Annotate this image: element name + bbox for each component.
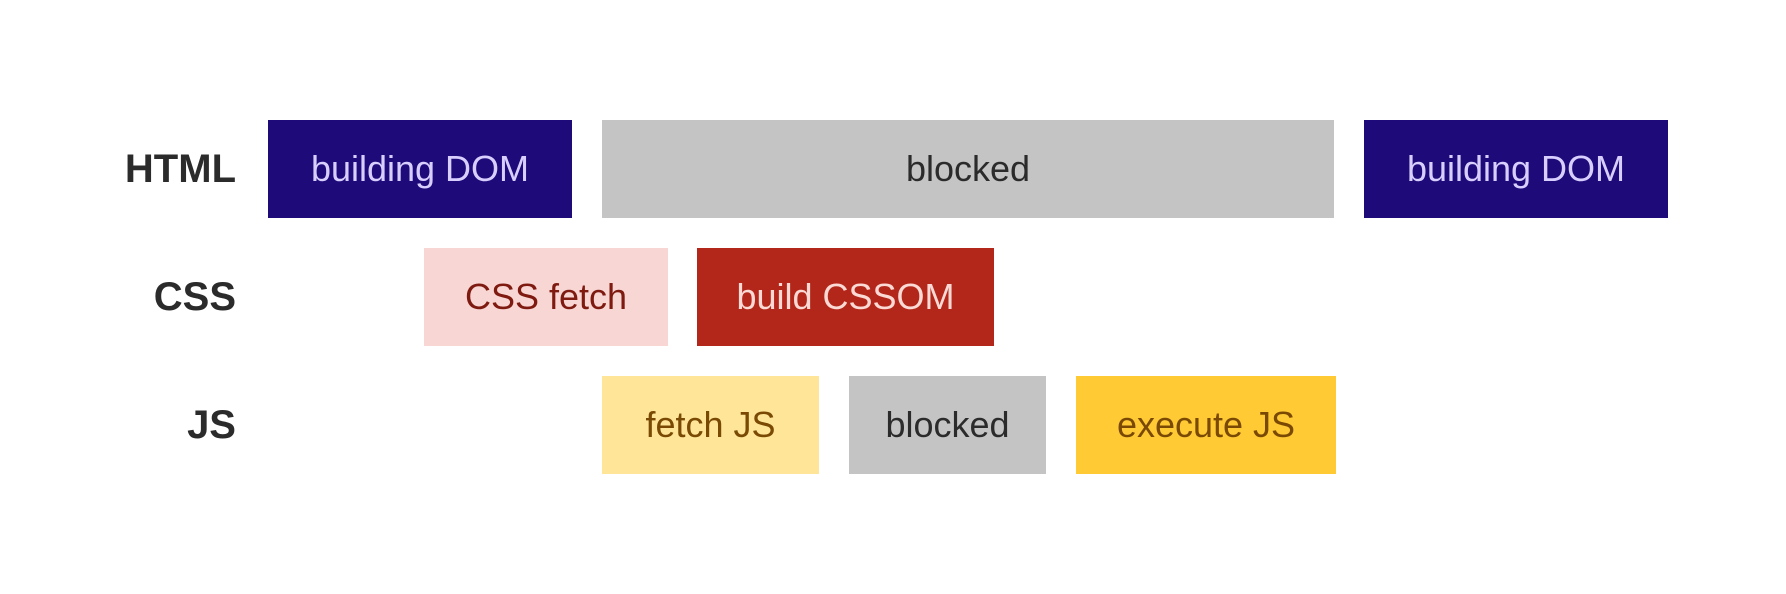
html-blocked-block: blocked — [602, 120, 1334, 218]
row-label-html: HTML — [124, 147, 236, 191]
build-cssom-block: build CSSOM — [697, 248, 994, 346]
row-label-js: JS — [187, 403, 236, 447]
row-label-css: CSS — [153, 275, 236, 319]
html-building-dom-block-2: building DOM — [1364, 120, 1668, 218]
fetch-js-block: fetch JS — [602, 376, 819, 474]
html-building-dom-block-1: building DOM — [268, 120, 572, 218]
css-fetch-block: CSS fetch — [424, 248, 668, 346]
js-blocked-block: blocked — [849, 376, 1046, 474]
execute-js-block: execute JS — [1076, 376, 1336, 474]
